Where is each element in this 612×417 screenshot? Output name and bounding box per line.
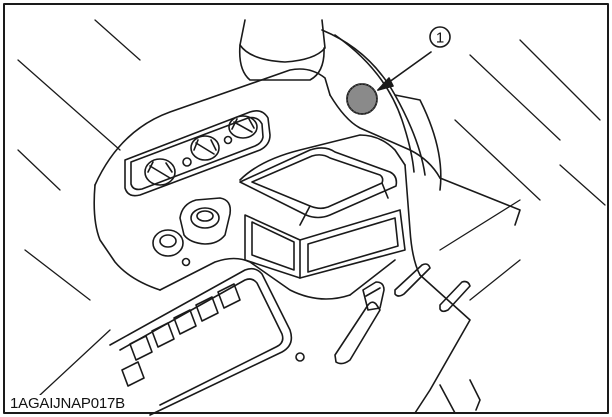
switch-bank	[109, 267, 305, 416]
indicator-lamp	[223, 135, 233, 145]
callout-number-1: 1	[436, 30, 444, 47]
figure-frame	[3, 3, 609, 414]
floor-edges	[349, 259, 481, 414]
power-outlet-upper	[179, 197, 232, 245]
rotary-knob-middle	[190, 135, 220, 161]
console-tray	[239, 147, 398, 226]
indicator-lamp	[182, 157, 192, 167]
control-lever	[334, 281, 385, 365]
floor-slots	[394, 263, 471, 313]
console-body	[93, 68, 521, 300]
side-panel	[321, 29, 442, 191]
rotary-knob-right	[228, 115, 258, 139]
callout-marker-1: 1	[429, 26, 451, 48]
cab-background-lines	[17, 19, 606, 396]
figure-code: 1AGAIJNAP017B	[9, 395, 128, 412]
console-front-panel	[244, 209, 406, 279]
mounting-screw	[295, 352, 305, 362]
callout-leader-1	[377, 51, 432, 91]
power-outlet-lower	[152, 229, 191, 267]
rocker-switch	[121, 283, 241, 387]
switch-panel	[124, 110, 271, 197]
part-1-knob	[346, 83, 378, 115]
rotary-knob-left	[144, 158, 176, 186]
steering-column	[238, 19, 326, 81]
